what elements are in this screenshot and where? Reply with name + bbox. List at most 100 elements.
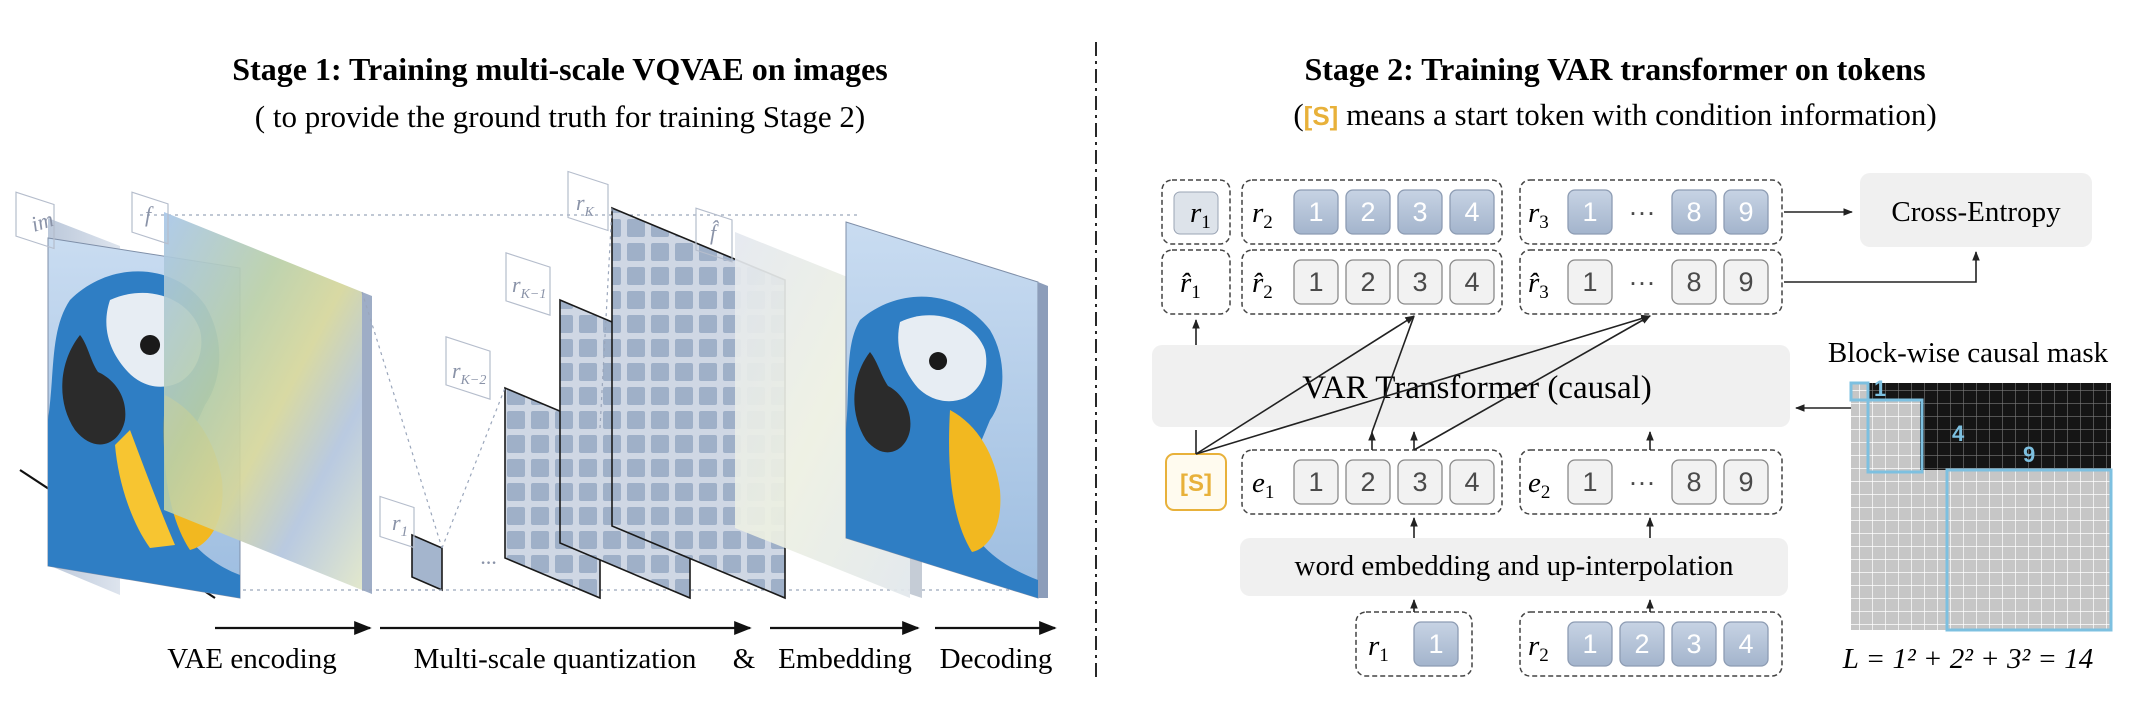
e2-label: e2 (1528, 467, 1550, 503)
token-chip (1567, 621, 1613, 667)
fhat-label: f̂ (710, 220, 720, 245)
mask-label-4: 4 (1952, 421, 1965, 446)
in-r1-label: r1 (1368, 630, 1389, 666)
ampersand-label: & (733, 643, 756, 675)
cross-entropy-box (1860, 173, 2092, 247)
causal-mask: Block-wise causal mask 1 4 9 L = 1² + 2²… (1828, 337, 2113, 675)
token-ellipsis: ··· (1629, 267, 1656, 297)
var-transformer-box (1152, 345, 1790, 427)
stage1-panel: Stage 1: Training multi-scale VQVAE on i… (15, 51, 1057, 675)
token-label: 9 (1738, 197, 1753, 227)
output-parrot-image (846, 296, 1038, 598)
r1-map-label: r1 (392, 510, 408, 540)
token-chip (1723, 621, 1769, 667)
token-chip (1619, 621, 1665, 667)
group-r2-box (1241, 179, 1503, 245)
token-chip (1449, 459, 1495, 505)
token-label: 4 (1464, 267, 1479, 297)
token-chip (1397, 259, 1443, 305)
token-label: 2 (1634, 629, 1649, 659)
token-label: 1 (1308, 467, 1323, 497)
rk2-map-label: rK−2 (452, 358, 486, 388)
token-chip (1567, 459, 1613, 505)
token-map-r1: r1 ··· (379, 495, 497, 592)
r2-label: r2 (1252, 197, 1273, 233)
token-label: 1 (1308, 267, 1323, 297)
token-chip (1671, 259, 1717, 305)
token-chip (1293, 259, 1339, 305)
r1-label: r1 (1190, 197, 1211, 233)
group-rhat3-box (1519, 249, 1783, 315)
token-label: 1 (1582, 467, 1597, 497)
mask-label-1: 1 (1874, 376, 1886, 401)
token-label: 2 (1360, 267, 1375, 297)
embedding-label: word embedding and up-interpolation (1295, 550, 1734, 582)
map-connectors (361, 207, 613, 591)
mask-block-1 (1849, 381, 1870, 402)
cross-entropy-label: Cross-Entropy (1891, 196, 2061, 228)
token-label: 1 (1308, 197, 1323, 227)
stage2-panel: Stage 2: Training VAR transformer on tok… (1152, 51, 2113, 677)
token-chip (1345, 189, 1391, 235)
token-chip (1567, 259, 1613, 305)
tokens-e1: 1 2 3 4 (1293, 459, 1495, 505)
stage2-arrows (1192, 208, 1980, 612)
token-chip (1397, 459, 1443, 505)
mask-lower (1851, 383, 2111, 630)
token-label: 2 (1360, 467, 1375, 497)
decoding-label: Decoding (940, 643, 1053, 675)
start-token-label: [S] (1180, 470, 1212, 497)
token-label: 9 (1738, 467, 1753, 497)
token-label: 1 (1428, 629, 1443, 659)
token-chip (1723, 259, 1769, 305)
length-formula: L = 1² + 2² + 3² = 14 (1842, 643, 2093, 675)
group-r3-box (1519, 179, 1783, 245)
token-label: 1 (1582, 629, 1597, 659)
rk1-map-label: rK−1 (512, 272, 546, 302)
token-chip (1293, 189, 1339, 235)
token-chip (1567, 189, 1613, 235)
token-chip (1397, 189, 1443, 235)
token-label: 1 (1582, 197, 1597, 227)
f-label: f (145, 202, 154, 227)
var-transformer-label: VAR Transformer (causal) (1302, 370, 1652, 406)
rhat1-label: r̂1 (1180, 267, 1201, 303)
multiscale-quantization-label: Multi-scale quantization (414, 643, 697, 675)
token-label: 3 (1686, 629, 1701, 659)
vae-encoding-label: VAE encoding (167, 643, 336, 675)
rhat2-label: r̂2 (1252, 267, 1273, 303)
token-label: 4 (1464, 467, 1479, 497)
stage2-subtitle: ([S] means a start token with condition … (1293, 97, 1936, 132)
rk-map-label: rK (576, 190, 595, 220)
token-label: 9 (1738, 267, 1753, 297)
embedding-label: Embedding (778, 643, 912, 675)
token-label: 2 (1360, 197, 1375, 227)
token-label: 3 (1412, 267, 1427, 297)
token-chip (1449, 189, 1495, 235)
token-label: 8 (1686, 267, 1701, 297)
map-ellipsis: ··· (480, 550, 497, 575)
token-label: 3 (1412, 467, 1427, 497)
feature-map-slab: f (131, 191, 372, 594)
group-rhat1-box (1161, 249, 1231, 315)
mask-block-4 (1866, 398, 1924, 474)
group-e2-box (1519, 449, 1783, 515)
mask-title: Block-wise causal mask (1828, 337, 2109, 369)
token-ellipsis: ··· (1629, 197, 1656, 227)
group-in-r2-box (1519, 611, 1783, 677)
token-chip (1671, 621, 1717, 667)
token-chip (1449, 259, 1495, 305)
embedding-box (1240, 538, 1788, 596)
mask-block-9 (1945, 468, 2113, 632)
stage2-title: Stage 2: Training VAR transformer on tok… (1304, 51, 1925, 87)
rhat3-label: r̂3 (1528, 267, 1549, 303)
stage1-subtitle: ( to provide the ground truth for traini… (255, 99, 865, 134)
